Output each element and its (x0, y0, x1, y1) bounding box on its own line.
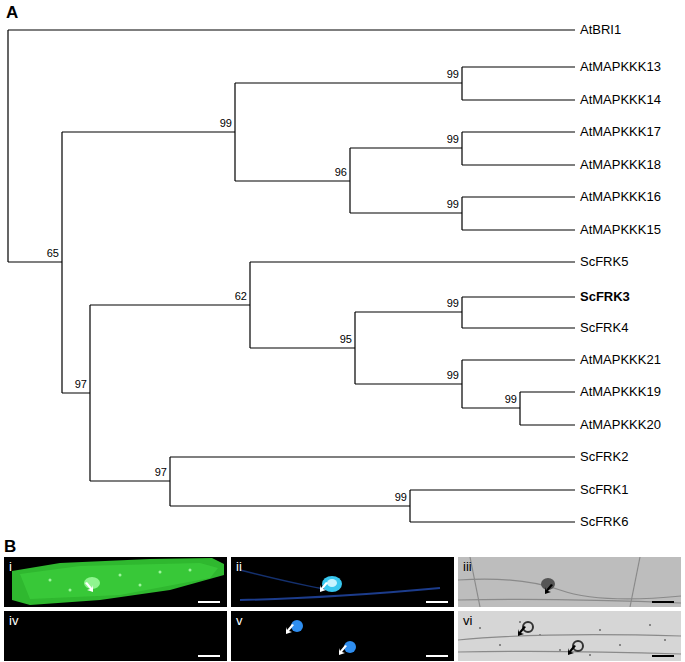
taxon-label: AtMAPKKK14 (580, 93, 661, 106)
micrograph-panel: iii (458, 557, 681, 607)
panel-label: vi (458, 611, 472, 627)
taxon-label: AtBRI1 (580, 23, 621, 36)
panel-letter: B (4, 538, 16, 555)
panel-label: ii (231, 557, 242, 573)
bootstrap-value: 99 (220, 118, 232, 129)
bootstrap-value: 97 (75, 379, 87, 390)
panel-label: iii (458, 557, 472, 573)
bootstrap-value: 99 (505, 394, 517, 405)
taxon-label: ScFRK6 (580, 515, 628, 528)
micrograph-panel: vi (458, 611, 681, 661)
taxon-label: ScFRK5 (580, 255, 628, 268)
taxon-label: AtMAPKKK20 (580, 418, 661, 431)
panel-label: iv (4, 611, 18, 627)
taxon-label: AtMAPKKK21 (580, 353, 661, 366)
bootstrap-value: 62 (235, 291, 247, 302)
bootstrap-value: 99 (447, 199, 459, 210)
taxon-label: AtMAPKKK16 (580, 190, 661, 203)
taxon-label: ScFRK3 (580, 290, 630, 303)
bootstrap-value: 97 (155, 467, 167, 478)
micrograph-panel: i (4, 557, 227, 607)
bootstrap-value: 99 (447, 69, 459, 80)
micrograph-panel: iv (4, 611, 227, 661)
taxon-label: ScFRK2 (580, 450, 628, 463)
bootstrap-value: 96 (335, 167, 347, 178)
micrograph-panel: ii (231, 557, 454, 607)
bootstrap-value: 99 (447, 134, 459, 145)
taxon-label: ScFRK1 (580, 483, 628, 496)
taxon-label: AtMAPKKK19 (580, 385, 661, 398)
panel-letter: A (6, 4, 18, 21)
bootstrap-value: 99 (395, 492, 407, 503)
bootstrap-value: 99 (447, 298, 459, 309)
bootstrap-value: 65 (47, 248, 59, 259)
taxon-label: AtMAPKKK18 (580, 158, 661, 171)
taxon-label: AtMAPKKK17 (580, 125, 661, 138)
taxon-label: AtMAPKKK13 (580, 60, 661, 73)
panel-label: v (231, 611, 243, 627)
bootstrap-value: 99 (447, 370, 459, 381)
bootstrap-value: 95 (340, 334, 352, 345)
panel-label: i (4, 557, 12, 573)
taxon-label: ScFRK4 (580, 321, 628, 334)
micrograph-panel: v (231, 611, 454, 661)
taxon-label: AtMAPKKK15 (580, 223, 661, 236)
